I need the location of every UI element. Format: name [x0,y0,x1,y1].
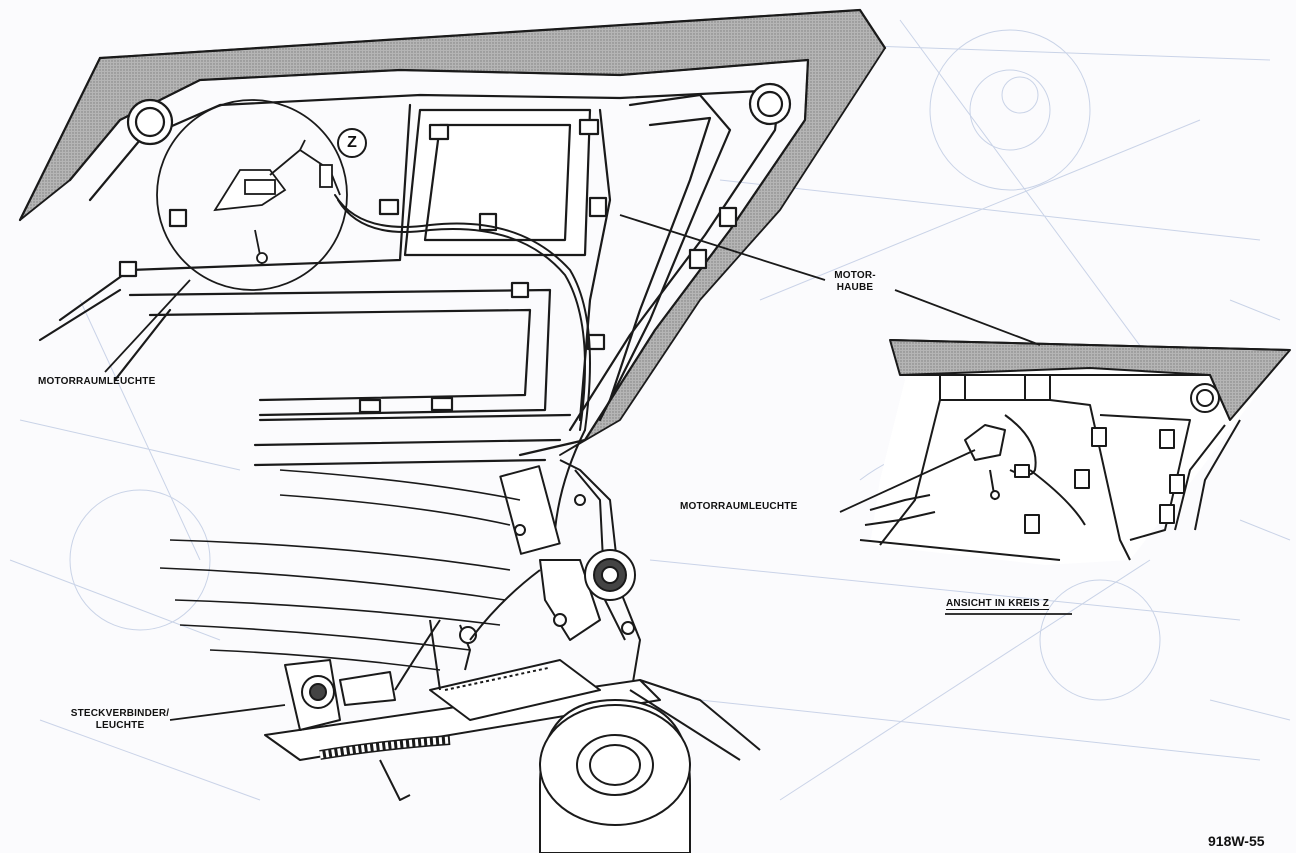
background-blueprint [9,19,1291,801]
leader-lines [104,214,1072,721]
wire-harness [334,194,591,531]
detail-view-z [859,339,1291,565]
label-steckverbinder-line2: LEUCHTE [95,720,145,731]
body-panel-curves [159,469,521,671]
label-steckverbinder: STECKVERBINDER/ LEUCHTE [60,708,180,732]
air-filter [539,698,691,853]
label-motorhaube-line2: HAUBE [836,282,874,293]
label-motorraumleuchte-detail: MOTORRAUMLEUCHTE [680,501,798,512]
detail-circle-z [156,99,348,291]
label-motorraumleuchte-main: MOTORRAUMLEUCHTE [38,376,156,387]
hood-main [18,8,887,467]
callout-z: Z [347,134,357,151]
engine-bay-lower [264,569,761,801]
label-steckverbinder-line1: STECKVERBINDER/ [70,708,170,719]
callout-circle-z [337,128,367,158]
label-ansicht-in-kreis-z: ANSICHT IN KREIS Z [946,598,1050,609]
label-motorhaube-line1: MOTOR- [834,270,876,281]
label-motorhaube: MOTOR- HAUBE [820,270,890,294]
figure-code: 918W-55 [1208,833,1265,849]
